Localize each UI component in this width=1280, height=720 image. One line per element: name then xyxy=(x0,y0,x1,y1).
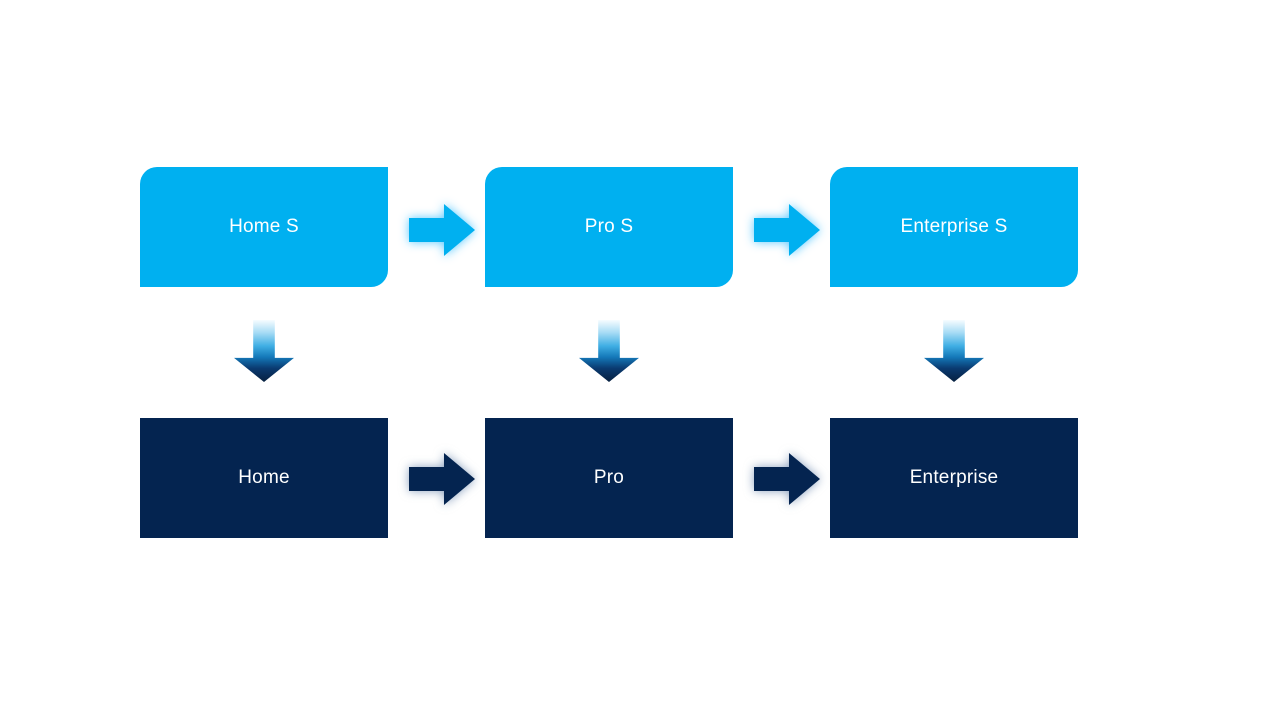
arrow-down-shape xyxy=(579,320,639,382)
node-label: Home xyxy=(238,467,290,488)
arrow-down-shape xyxy=(924,320,984,382)
node-label: Enterprise S xyxy=(900,216,1008,237)
arrow-down-icon xyxy=(579,320,639,382)
node-home-s: Home S xyxy=(140,167,388,287)
node-home: Home xyxy=(140,418,388,538)
arrow-right-icon xyxy=(754,204,820,256)
arrow-right-shape xyxy=(754,453,820,505)
node-label: Pro xyxy=(593,467,625,488)
arrow-right-icon xyxy=(409,453,475,505)
arrow-down-icon xyxy=(234,320,294,382)
node-label: Home S xyxy=(229,216,299,237)
arrow-right-icon xyxy=(754,453,820,505)
arrow-right-shape xyxy=(409,453,475,505)
arrow-down-icon xyxy=(924,320,984,382)
node-label: Pro S xyxy=(584,216,634,237)
node-enterprise-s: Enterprise S xyxy=(830,167,1078,287)
arrow-down-shape xyxy=(234,320,294,382)
arrow-right-shape xyxy=(754,204,820,256)
node-pro: Pro xyxy=(485,418,733,538)
node-label: Enterprise xyxy=(909,467,999,488)
node-pro-s: Pro S xyxy=(485,167,733,287)
arrow-right-icon xyxy=(409,204,475,256)
node-enterprise: Enterprise xyxy=(830,418,1078,538)
arrow-right-shape xyxy=(409,204,475,256)
